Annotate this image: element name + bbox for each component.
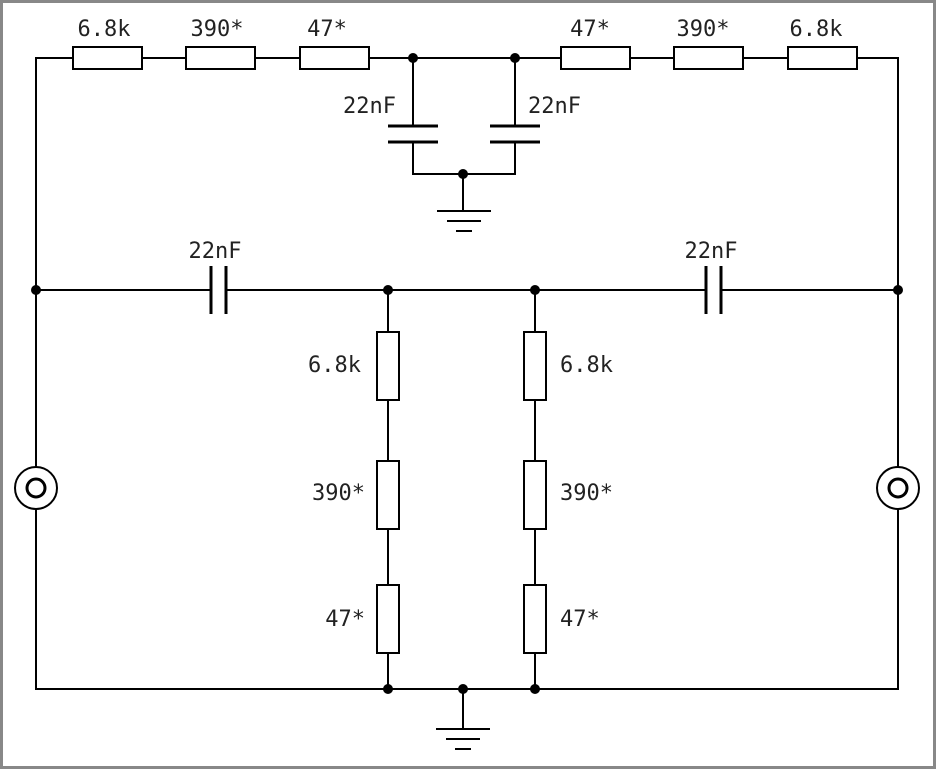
- label-top-cap-right: 22nF: [528, 94, 581, 119]
- junction-top-ground: [458, 169, 468, 179]
- resistor-col-right-1: [523, 331, 547, 401]
- junction-top-right: [510, 53, 520, 63]
- capacitor-top-left: [388, 124, 438, 144]
- labels: 6.8k 390* 47* 47* 390* 6.8k 22nF 22nF 22…: [78, 17, 843, 632]
- capacitor-mid-left: [209, 266, 228, 314]
- resistor-top-left-2: [185, 46, 256, 70]
- label-col-left-r1: 6.8k: [308, 353, 361, 378]
- label-col-right-r3: 47*: [560, 607, 600, 632]
- label-top-right-r2: 390*: [677, 17, 730, 42]
- resistor-col-left-1: [376, 331, 400, 401]
- junction-mid-col-right: [530, 285, 540, 295]
- label-top-right-r3: 47*: [570, 17, 610, 42]
- label-top-left-r1: 6.8k: [78, 17, 131, 42]
- label-top-left-r2: 390*: [191, 17, 244, 42]
- label-col-left-r3: 47*: [325, 607, 365, 632]
- label-mid-cap-left: 22nF: [189, 239, 242, 264]
- junction-mid-col-left: [383, 285, 393, 295]
- label-col-right-r2: 390*: [560, 481, 613, 506]
- capacitors: [209, 124, 723, 314]
- capacitor-mid-right: [704, 266, 723, 314]
- connector-right-icon: [876, 466, 920, 510]
- resistor-top-right-1: [787, 46, 858, 70]
- column-resistors: [376, 331, 547, 654]
- junction-bottom-col-right: [530, 684, 540, 694]
- ground-top-icon: [437, 210, 491, 232]
- resistor-top-right-2: [673, 46, 744, 70]
- resistor-col-right-2: [523, 460, 547, 530]
- resistor-top-left-3: [299, 46, 370, 70]
- capacitor-top-right: [490, 124, 540, 144]
- label-col-right-r1: 6.8k: [560, 353, 613, 378]
- junction-mid-left: [31, 285, 41, 295]
- connector-left-icon: [14, 466, 58, 510]
- resistor-col-right-3: [523, 584, 547, 654]
- junction-top-left: [408, 53, 418, 63]
- resistor-top-left-1: [72, 46, 143, 70]
- label-mid-cap-right: 22nF: [685, 239, 738, 264]
- wires: [35, 57, 899, 729]
- resistor-col-left-2: [376, 460, 400, 530]
- junction-bottom-ground: [458, 684, 468, 694]
- label-col-left-r2: 390*: [312, 481, 365, 506]
- resistor-top-right-3: [560, 46, 631, 70]
- ground-bottom-icon: [436, 728, 490, 750]
- label-top-right-r1: 6.8k: [790, 17, 843, 42]
- top-resistors: [72, 46, 858, 70]
- resistor-col-left-3: [376, 584, 400, 654]
- label-top-left-r3: 47*: [307, 17, 347, 42]
- junctions: [31, 53, 903, 694]
- junction-bottom-col-left: [383, 684, 393, 694]
- label-top-cap-left: 22nF: [343, 94, 396, 119]
- junction-mid-right: [893, 285, 903, 295]
